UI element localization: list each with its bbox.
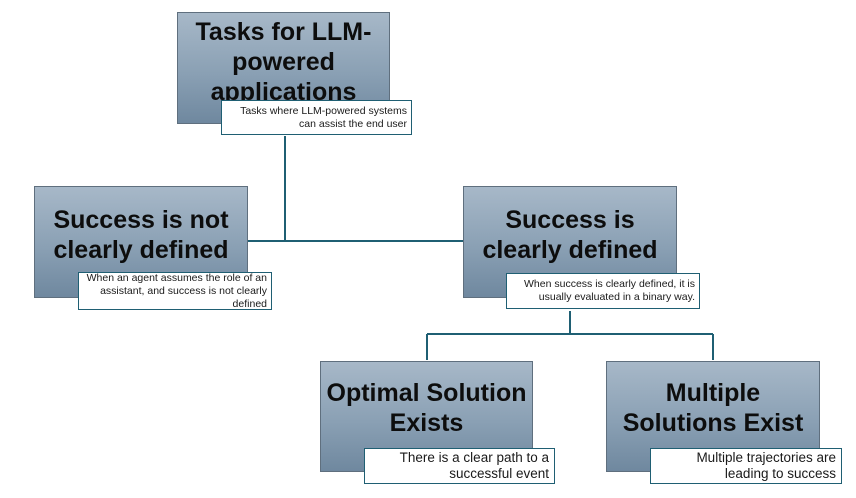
defined-title: Success is clearly defined — [482, 206, 658, 264]
multiple-title: Multiple Solutions Exist — [622, 379, 804, 437]
root-title: Tasks for LLM-powered applications — [195, 18, 372, 106]
optimal-note: There is a clear path to a successful ev… — [364, 448, 555, 484]
not-defined-note: When an agent assumes the role of an ass… — [78, 272, 272, 310]
optimal-title: Optimal Solution Exists — [326, 379, 527, 437]
optimal-note-text: There is a clear path to a successful ev… — [399, 450, 549, 481]
not-defined-title: Success is not clearly defined — [53, 206, 229, 264]
multiple-note: Multiple trajectories are leading to suc… — [650, 448, 842, 484]
root-note: Tasks where LLM-powered systems can assi… — [221, 100, 412, 135]
root-note-text: Tasks where LLM-powered systems can assi… — [240, 104, 407, 130]
defined-note-text: When success is clearly defined, it is u… — [524, 278, 695, 303]
not-defined-note-text: When an agent assumes the role of an ass… — [86, 271, 267, 310]
multiple-note-text: Multiple trajectories are leading to suc… — [696, 450, 836, 481]
defined-note: When success is clearly defined, it is u… — [506, 273, 700, 309]
